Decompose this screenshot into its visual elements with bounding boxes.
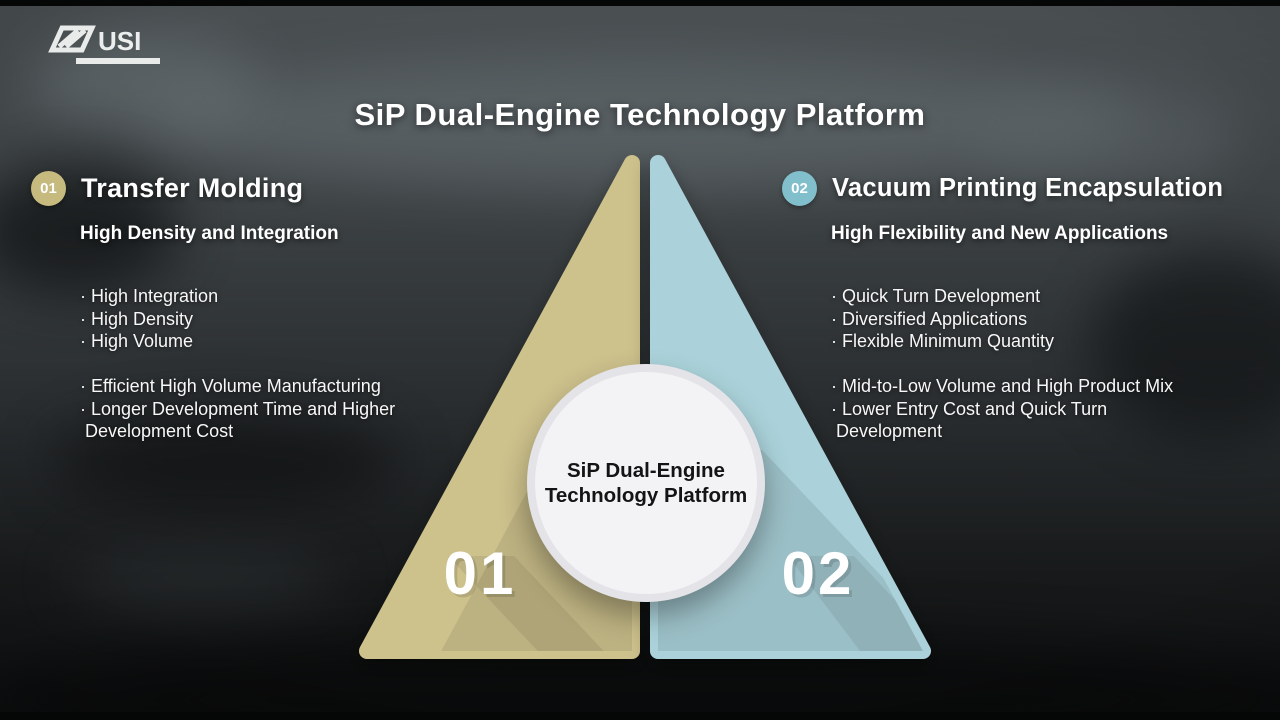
right-heading: Vacuum Printing Encapsulation bbox=[832, 174, 1224, 202]
left-triangle-number: 01 bbox=[443, 540, 517, 607]
bullet-item: · High Integration bbox=[80, 286, 219, 306]
left-panel: 01 Transfer Molding High Density and Int… bbox=[31, 171, 463, 443]
right-bullets-secondary: · Mid-to-Low Volume and High Product Mix… bbox=[831, 375, 1278, 443]
bullet-item: · Mid-to-Low Volume and High Product Mix bbox=[831, 376, 1174, 397]
left-subheading: High Density and Integration bbox=[80, 223, 339, 244]
right-bullets-primary: · Quick Turn Development · Diversified A… bbox=[831, 285, 1278, 353]
right-subheading: High Flexibility and New Applications bbox=[831, 223, 1169, 244]
center-circle: SiP Dual-Engine Technology Platform bbox=[527, 364, 765, 602]
right-triangle-number: 02 bbox=[781, 540, 855, 607]
bullet-item: · Longer Development Time and Higher Dev… bbox=[80, 398, 396, 442]
top-black-bar bbox=[0, 0, 1280, 6]
right-panel: 02 Vacuum Printing Encapsulation High Fl… bbox=[782, 171, 1278, 443]
usi-logo-text: USI bbox=[98, 26, 141, 56]
bullet-item: · Diversified Applications bbox=[831, 308, 1028, 329]
left-badge: 01 bbox=[31, 171, 66, 206]
center-circle-label: SiP Dual-Engine Technology Platform bbox=[544, 458, 748, 507]
usi-logo: USI bbox=[46, 22, 168, 77]
left-panel-content: High Density and Integration · High Inte… bbox=[80, 223, 463, 443]
bottom-black-bar bbox=[0, 712, 1280, 720]
left-panel-header: 01 Transfer Molding bbox=[31, 171, 463, 206]
bullet-item: · High Density bbox=[80, 308, 194, 329]
bullet-item: · Efficient High Volume Manufacturing bbox=[80, 376, 381, 397]
bullet-item: · Quick Turn Development bbox=[831, 286, 1041, 306]
right-panel-content: High Flexibility and New Applications · … bbox=[831, 223, 1278, 443]
right-badge: 02 bbox=[782, 171, 817, 206]
usi-logo-mark: USI bbox=[48, 25, 160, 64]
left-bullets-secondary: · Efficient High Volume Manufacturing · … bbox=[80, 375, 463, 443]
bullet-item: · Flexible Minimum Quantity bbox=[831, 331, 1055, 352]
bullet-item: · High Volume bbox=[80, 331, 194, 352]
left-heading: Transfer Molding bbox=[81, 173, 304, 203]
right-panel-header: 02 Vacuum Printing Encapsulation bbox=[782, 171, 1278, 206]
page-title: SiP Dual-Engine Technology Platform bbox=[354, 96, 926, 132]
bullet-item: · Lower Entry Cost and Quick Turn Develo… bbox=[831, 398, 1108, 442]
left-bullets-primary: · High Integration · High Density · High… bbox=[80, 285, 463, 353]
usi-logo-underline bbox=[76, 58, 160, 64]
